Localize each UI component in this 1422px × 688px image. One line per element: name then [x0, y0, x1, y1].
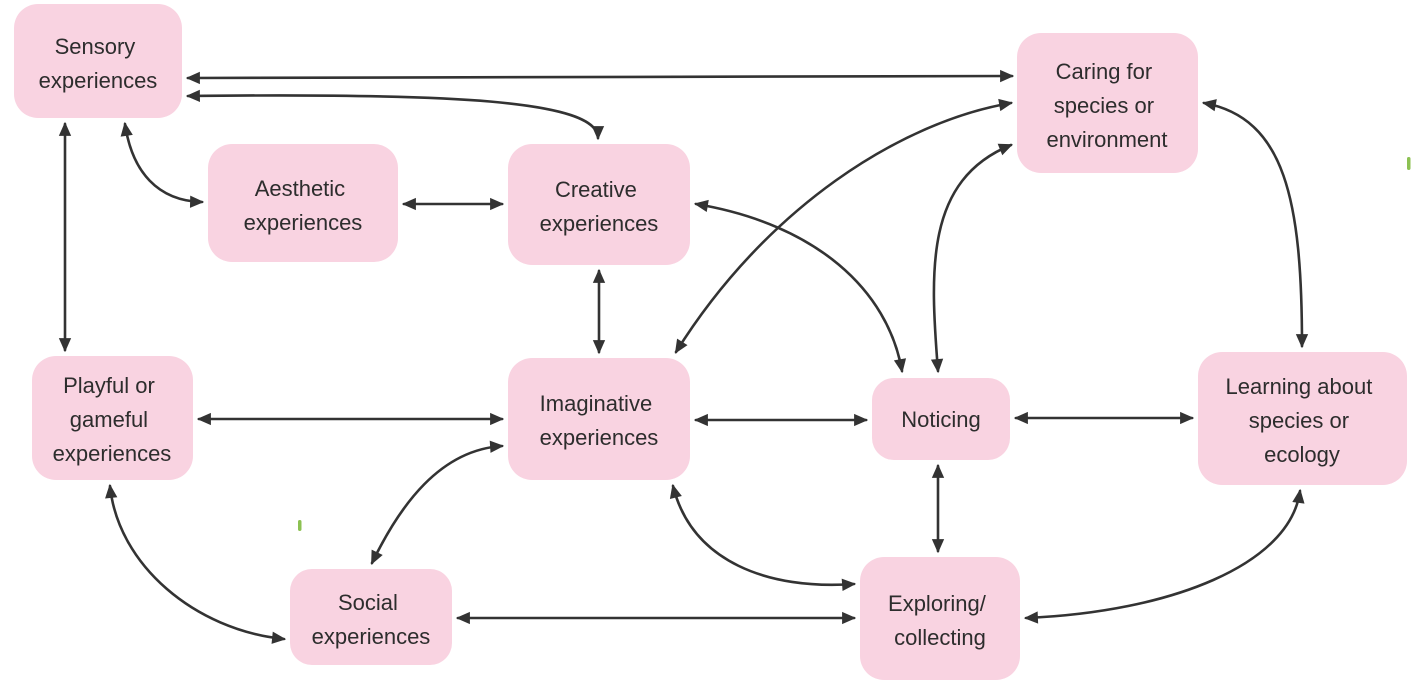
node-caring-for-species-or-environment-label: Caring for species or environment	[1046, 59, 1167, 152]
node-noticing: Noticing	[872, 378, 1010, 460]
node-playful-or-gameful-experiences: Playful or gameful experiences	[32, 356, 193, 480]
node-playful-or-gameful-experiences-label: Playful or gameful experiences	[53, 373, 172, 466]
node-caring-for-species-or-environment: Caring for species or environment	[1017, 33, 1198, 173]
node-creative-experiences-box	[508, 144, 690, 265]
node-learning-about-species-or-ecology-box	[1198, 352, 1407, 485]
edge-imaginative--caring	[674, 98, 1014, 354]
node-sensory-experiences-box	[14, 4, 182, 118]
edge-creative--noticing	[693, 199, 907, 374]
node-imaginative-experiences: Imaginative experiences	[508, 358, 690, 480]
edges-layer	[58, 69, 1309, 644]
edge-imaginative--exploring	[669, 483, 857, 591]
node-sensory-experiences-label: Sensory experiences	[39, 34, 158, 93]
node-noticing-label: Noticing	[901, 407, 980, 432]
edge-sensory--aesthetic	[120, 121, 205, 208]
edge-social--imaginative	[370, 440, 505, 565]
edge-caring--learning	[1201, 99, 1309, 349]
edge-sensory--creative	[185, 89, 605, 141]
node-imaginative-experiences-label: Imaginative experiences	[540, 391, 659, 450]
edge-noticing--caring	[930, 143, 1013, 374]
node-aesthetic-experiences-box	[208, 144, 398, 262]
node-imaginative-experiences-box	[508, 358, 690, 480]
node-noticing-box	[872, 378, 1010, 460]
edge-playful--social	[105, 483, 287, 644]
node-creative-experiences-label: Creative experiences	[540, 177, 659, 236]
node-aesthetic-experiences: Aesthetic experiences	[208, 144, 398, 262]
node-learning-about-species-or-ecology-label: Learning about species or ecology	[1226, 374, 1379, 467]
node-playful-or-gameful-experiences-box	[32, 356, 193, 480]
edge-exploring--learning	[1023, 488, 1305, 624]
edge-sensory--caring	[185, 69, 1015, 85]
node-creative-experiences: Creative experiences	[508, 144, 690, 265]
node-learning-about-species-or-ecology: Learning about species or ecology	[1198, 352, 1407, 485]
node-exploring-collecting-label: Exploring/ collecting	[888, 591, 992, 650]
node-aesthetic-experiences-label: Aesthetic experiences	[244, 176, 363, 235]
node-sensory-experiences: Sensory experiences	[14, 4, 182, 118]
node-exploring-collecting: Exploring/ collecting	[860, 557, 1020, 680]
nodes-layer: Sensory experiences Aesthetic experience…	[14, 4, 1407, 680]
node-social-experiences-box	[290, 569, 452, 665]
node-caring-for-species-or-environment-box	[1017, 33, 1198, 173]
green-tick-mark-left	[298, 520, 302, 531]
green-tick-mark-right	[1407, 157, 1411, 170]
node-exploring-collecting-box	[860, 557, 1020, 680]
node-social-experiences-label: Social experiences	[312, 590, 431, 649]
node-social-experiences: Social experiences	[290, 569, 452, 665]
